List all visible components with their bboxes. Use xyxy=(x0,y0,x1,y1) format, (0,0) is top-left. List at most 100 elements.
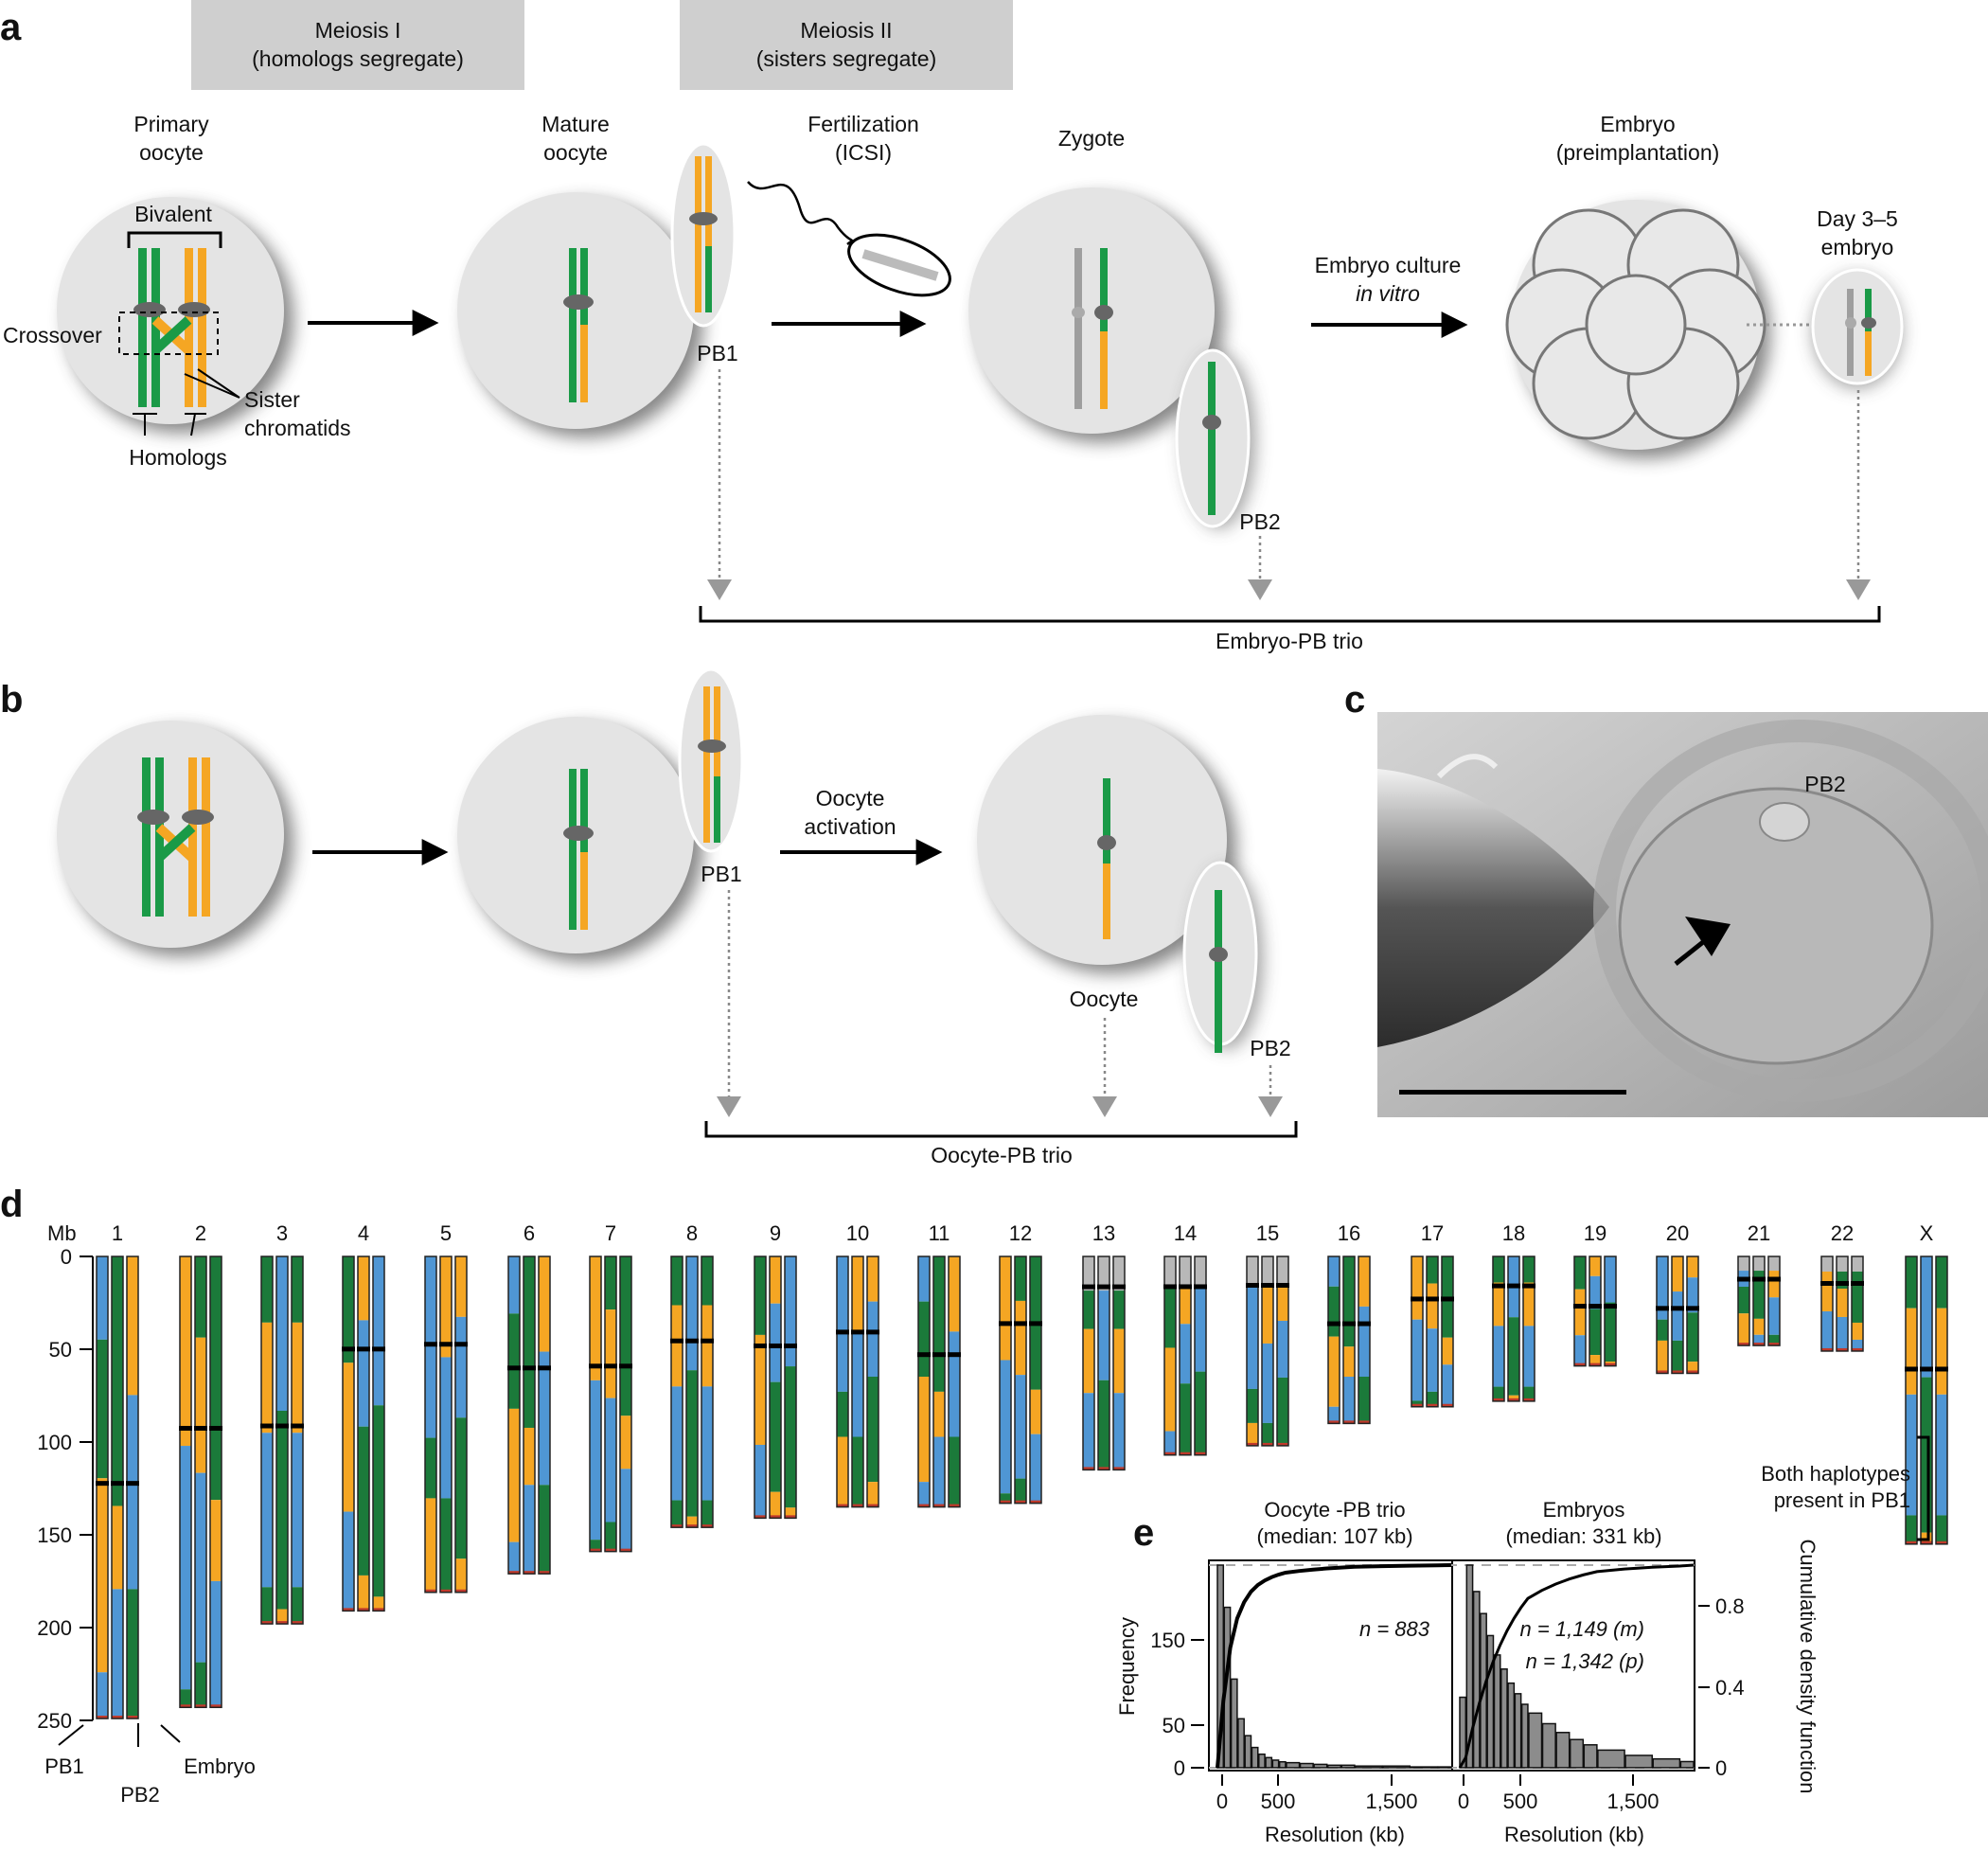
chromosome-label-3: 3 xyxy=(276,1221,288,1245)
chr18-embryo xyxy=(1522,1255,1535,1402)
chr10-pb2 xyxy=(851,1255,864,1508)
hist1-bar-18 xyxy=(1437,1766,1452,1769)
chr8-embryo xyxy=(701,1255,714,1528)
bivalent-bracket xyxy=(127,231,222,248)
hist1-bar-15 xyxy=(1355,1765,1383,1769)
pronucleus-arrowhead xyxy=(1685,917,1731,956)
hist2-bar-11 xyxy=(1541,1722,1556,1769)
sperm-tail xyxy=(747,181,854,245)
chr5-embryo xyxy=(454,1255,468,1594)
b-pb2-centromere xyxy=(1209,947,1228,962)
hist1-bar-9 xyxy=(1278,1761,1287,1769)
chr13-embryo xyxy=(1112,1255,1126,1471)
both-haplotypes-label-2: present in PB1 xyxy=(1774,1488,1910,1512)
chromosome-label-10: 10 xyxy=(846,1221,869,1245)
chromosome-label-1: 1 xyxy=(112,1221,123,1245)
oocyte-pb-trio-bracket xyxy=(704,1121,1298,1138)
embryo-dotted-arrowhead xyxy=(1846,579,1871,600)
chr11-pb2 xyxy=(932,1255,946,1508)
activation-label: Oocyte xyxy=(816,786,885,810)
embryo-pb-trio-label: Embryo-PB trio xyxy=(1216,629,1363,653)
b-pb1-chromatid-2b xyxy=(714,776,720,843)
panel-c: c PB2 xyxy=(1344,679,1988,1117)
hist2-bar-18 xyxy=(1679,1760,1695,1769)
chr16-pb1 xyxy=(1327,1255,1340,1425)
hist2-bar-9 xyxy=(1520,1703,1529,1769)
meiosis-2-banner xyxy=(680,0,1013,90)
pb2-centromere xyxy=(1202,415,1221,430)
mature-oocyte-label-2: oocyte xyxy=(543,140,608,165)
zygote-label: Zygote xyxy=(1058,126,1125,151)
hist1-bar-3 xyxy=(1237,1718,1245,1769)
hist1-bar-2 xyxy=(1230,1678,1238,1769)
hist2-xlabel: Resolution (kb) xyxy=(1504,1823,1644,1846)
panel-a: a Meiosis I (homologs segregate) Meiosis… xyxy=(0,0,1904,653)
chr14-embryo xyxy=(1194,1255,1207,1456)
chromosome-label-14: 14 xyxy=(1174,1221,1197,1245)
hist1-bar-7 xyxy=(1265,1756,1273,1769)
b-oocyte-dotted-arrowhead xyxy=(1092,1096,1117,1117)
panel-e-label: e xyxy=(1133,1512,1154,1554)
chr15-pb2 xyxy=(1261,1255,1274,1447)
chr18-pb1 xyxy=(1492,1255,1505,1402)
pb1-cell xyxy=(670,142,737,328)
chr6-pb1 xyxy=(507,1255,521,1575)
meiosis-1-title: Meiosis I xyxy=(315,18,401,43)
chr4-embryo xyxy=(372,1255,385,1612)
chr4-pb1 xyxy=(342,1255,355,1612)
chr20-embryo xyxy=(1686,1255,1699,1375)
zygote-chromatid-a xyxy=(1100,248,1108,331)
b-pb1-dotted-arrowhead xyxy=(717,1096,741,1117)
b-pb1-chromatid-2a xyxy=(714,686,720,776)
primary-oocyte-label: Primary xyxy=(133,112,209,136)
chr3-embryo xyxy=(291,1255,304,1625)
hist-ytick-50: 50 xyxy=(1163,1714,1185,1737)
primary-oocyte-cell xyxy=(57,197,284,424)
panel-b: b PB1 Oocyte activation Oocyte PB2 Oocyt… xyxy=(0,668,1298,1167)
biopsy-centromere-m xyxy=(1861,317,1876,329)
chromosome-label-11: 11 xyxy=(929,1221,950,1245)
pb2-chromatid xyxy=(1208,362,1216,515)
hist2-n2: n = 1,342 (p) xyxy=(1526,1649,1644,1673)
chr3-pb2 xyxy=(275,1255,289,1625)
ytick-100: 100 xyxy=(37,1431,72,1454)
hist1-n: n = 883 xyxy=(1359,1617,1430,1641)
chr8-pb2 xyxy=(685,1255,699,1528)
chr9-embryo xyxy=(784,1255,797,1520)
cdf-axis-label: Cumulative density function xyxy=(1796,1539,1819,1793)
chr7-pb2 xyxy=(604,1255,617,1553)
chromosome-label-15: 15 xyxy=(1256,1221,1279,1245)
pb1-chromatid-1 xyxy=(695,156,701,312)
chr4-pb2 xyxy=(357,1255,370,1612)
embryo-label: Embryo xyxy=(1600,112,1675,136)
chr11-pb1 xyxy=(917,1255,931,1508)
chrX-pb1 xyxy=(1905,1255,1918,1545)
hist2-n1: n = 1,149 (m) xyxy=(1520,1617,1644,1641)
ytick-200: 200 xyxy=(37,1616,72,1640)
d-pb2-label: PB2 xyxy=(120,1783,160,1807)
pronucleus-arrow-shaft xyxy=(1674,936,1710,966)
panel-e: e Oocyte -PB trio (median: 107 kb) Embry… xyxy=(1115,1498,1819,1846)
hist-right-axis: 0 0.4 0.8 Cumulative density function xyxy=(1698,1539,1819,1794)
micrograph-pb2 xyxy=(1759,802,1810,842)
hist2-bar-5 xyxy=(1493,1654,1501,1769)
hist1-x-axis: 0 500 1,500 Resolution (kb) xyxy=(1216,1774,1418,1846)
hist1-bar-8 xyxy=(1271,1759,1280,1769)
b-bivalent xyxy=(137,757,214,917)
culture-label: Embryo culture xyxy=(1315,253,1462,277)
hist2-bar-13 xyxy=(1569,1738,1585,1769)
chr19-pb2 xyxy=(1589,1255,1602,1367)
chr15-embryo xyxy=(1276,1255,1289,1447)
chr14-pb1 xyxy=(1163,1255,1177,1456)
chr7-embryo xyxy=(619,1255,632,1553)
hist-ytick-150: 150 xyxy=(1150,1629,1185,1652)
chr12-embryo xyxy=(1029,1255,1042,1505)
meiosis-2-title: Meiosis II xyxy=(800,18,892,43)
mature-chromatid-2a xyxy=(580,248,588,325)
chr16-pb2 xyxy=(1342,1255,1356,1425)
chr22-embryo xyxy=(1851,1255,1864,1352)
hist2-frame xyxy=(1451,1559,1695,1772)
chromosome-label-7: 7 xyxy=(605,1221,616,1245)
